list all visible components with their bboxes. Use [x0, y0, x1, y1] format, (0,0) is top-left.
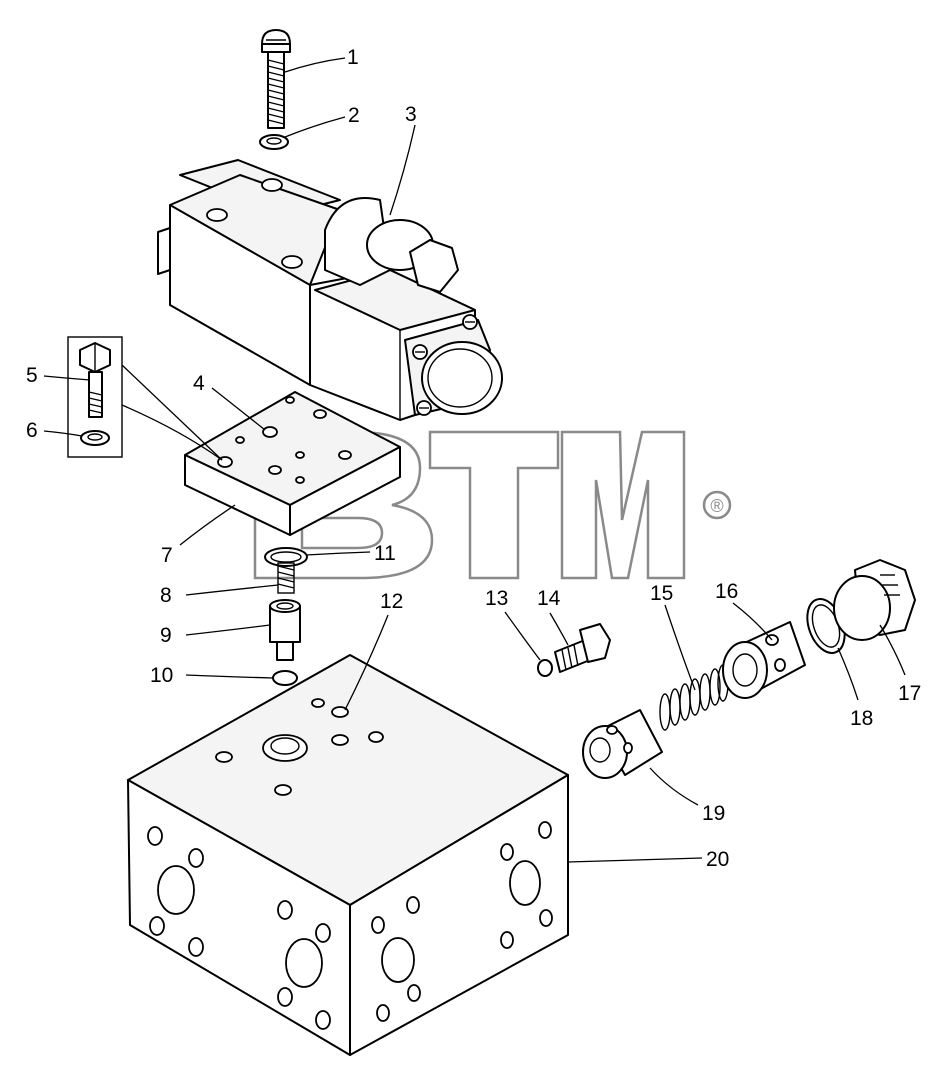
leader-17	[879, 624, 906, 676]
leader-14	[549, 612, 569, 646]
leader-19	[649, 767, 699, 806]
part-o-ring-11	[264, 547, 308, 567]
registered-mark: ®	[710, 496, 723, 516]
part-adapter-plate	[184, 391, 401, 536]
leader-4	[211, 387, 266, 431]
part-bolt-box	[67, 336, 123, 458]
callout-19: 19	[702, 802, 725, 825]
part-valve-block	[127, 654, 569, 1056]
part-valve-sleeve-16	[722, 621, 806, 699]
part-screw	[261, 29, 291, 129]
leader-16	[732, 602, 773, 641]
part-spring-15	[659, 664, 729, 731]
callout-1: 1	[347, 46, 359, 69]
part-plug-screw-14	[554, 623, 611, 673]
callout-15: 15	[650, 582, 673, 605]
callout-8: 8	[160, 584, 172, 607]
part-o-ring-13	[537, 659, 553, 677]
leader-13	[504, 611, 541, 661]
callout-4: 4	[193, 372, 205, 395]
part-spring-8	[277, 562, 295, 594]
leader-6b	[121, 404, 223, 461]
callout-12: 12	[380, 590, 403, 613]
part-solenoid-valve	[157, 159, 503, 421]
callout-16: 16	[715, 580, 738, 603]
callout-20: 20	[706, 848, 729, 871]
part-sleeve-9	[269, 599, 301, 661]
leader-2	[284, 116, 346, 138]
leader-8	[185, 584, 279, 596]
leader-20	[567, 857, 703, 863]
callout-10: 10	[150, 664, 173, 687]
callout-3: 3	[405, 103, 417, 126]
leader-1	[284, 57, 346, 73]
leader-5b	[121, 364, 223, 461]
leader-3	[389, 124, 416, 216]
callout-18: 18	[850, 707, 873, 730]
leader-12	[344, 614, 389, 711]
part-o-ring-10	[272, 670, 298, 686]
callout-6: 6	[26, 419, 38, 442]
callout-17: 17	[898, 682, 921, 705]
leader-18	[837, 647, 859, 701]
part-poppet-19	[582, 709, 663, 779]
leader-5	[43, 375, 91, 381]
leader-15	[664, 604, 696, 691]
callout-9: 9	[160, 624, 172, 647]
leader-lines	[43, 57, 906, 863]
leader-11	[305, 551, 371, 556]
callout-labels: 1 2 3 4 5 6 7 8 9 10 11 12 13 14 15 16 1…	[26, 46, 921, 871]
leader-7	[179, 504, 236, 546]
watermark-letter-t	[428, 430, 560, 580]
callout-5: 5	[26, 364, 38, 387]
registered-mark-circle	[702, 490, 732, 520]
callout-11: 11	[374, 542, 396, 565]
part-plug-17	[833, 559, 916, 641]
leader-10	[185, 674, 274, 679]
part-washer-top	[259, 134, 289, 150]
leader-6	[43, 430, 83, 437]
callout-7: 7	[161, 544, 173, 567]
watermark-letter-m	[560, 430, 686, 580]
leader-9	[185, 624, 271, 636]
callout-14: 14	[537, 587, 561, 610]
callout-13: 13	[485, 587, 508, 610]
callout-2: 2	[348, 104, 360, 127]
